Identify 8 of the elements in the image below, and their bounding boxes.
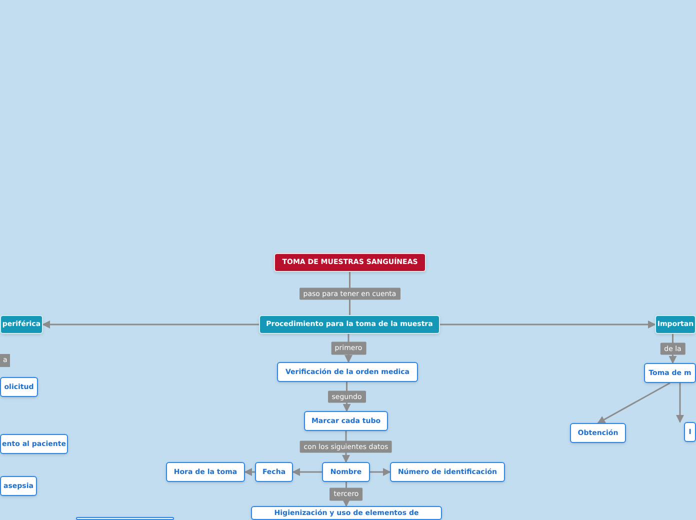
connector-arrow xyxy=(292,468,322,476)
connector-arrow xyxy=(597,382,670,424)
empty-box xyxy=(76,517,174,520)
connector-arrow xyxy=(676,383,684,423)
connector-arrow xyxy=(244,468,255,476)
connector-arrow xyxy=(370,468,391,476)
connector-arrow xyxy=(440,320,656,328)
connector-arrow xyxy=(42,320,259,328)
